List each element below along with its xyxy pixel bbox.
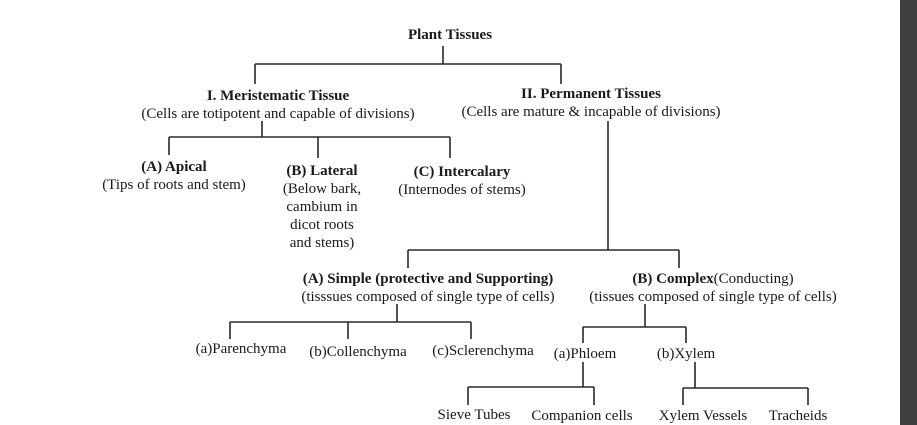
node-title: (A) Simple (protective and Supporting) [302,271,554,287]
node-description: (Cells are totipotent and capable of div… [141,106,415,122]
node-apical: (A) Apical (Tips of roots and stem) [102,158,246,194]
node-description: (tissues composed of single type of cell… [589,289,837,305]
node-description-line: and stems) [289,235,355,251]
node-title-suffix: (Conducting) [713,271,794,287]
node-complex-tissue: (B) Complex(Conducting) (tissues compose… [589,270,836,306]
node-permanent-tissues: II. Permanent Tissues (Cells are mature … [461,85,720,121]
connector-xylem [682,362,809,405]
connector-root [254,46,562,84]
leaf-xylem-vessels: Xylem Vessels [658,408,748,424]
node-description-line: cambium in [286,199,358,215]
node-title: (A) Apical [141,159,207,175]
node-description-line: dicot roots [290,217,354,233]
connector-permanent [407,121,680,268]
connector-phloem [467,362,595,405]
connector-simple [229,304,472,339]
node-description: (Internodes of stems) [398,182,526,198]
vertical-scrollbar[interactable] [900,0,917,425]
node-plant-tissues: Plant Tissues [408,26,492,44]
leaf-companion-cells: Companion cells [531,408,633,424]
node-phloem: (a)Phloem [553,346,617,362]
node-description: (Cells are mature & incapable of divisio… [461,104,721,120]
leaf-collenchyma: (b)Collenchyma [309,344,407,360]
leaf-sclerenchyma: (c)Sclerenchyma [432,343,534,359]
node-lateral: (B) Lateral (Below bark, cambium in dico… [283,162,361,252]
node-meristematic-tissue: I. Meristematic Tissue (Cells are totipo… [141,87,414,123]
connector-meristematic [168,121,451,158]
node-description-line: (Below bark, [282,181,362,197]
node-description: (tisssues composed of single type of cel… [301,289,555,305]
node-intercalary: (C) Intercalary (Internodes of stems) [398,163,525,199]
node-xylem: (b)Xylem [656,346,716,362]
leaf-tracheids: Tracheids [768,408,828,424]
node-title: Plant Tissues [407,27,493,43]
node-title: (B) Lateral [286,163,358,179]
node-description: (Tips of roots and stem) [102,177,246,193]
node-title: II. Permanent Tissues [521,86,661,102]
node-simple-tissue: (A) Simple (protective and Supporting) (… [301,270,554,306]
node-title: I. Meristematic Tissue [206,88,350,104]
node-title: (B) Complex [632,271,714,287]
leaf-parenchyma: (a)Parenchyma [195,341,287,357]
node-title: (C) Intercalary [413,164,511,180]
leaf-sieve-tubes: Sieve Tubes [437,407,511,423]
connector-complex [582,304,687,343]
